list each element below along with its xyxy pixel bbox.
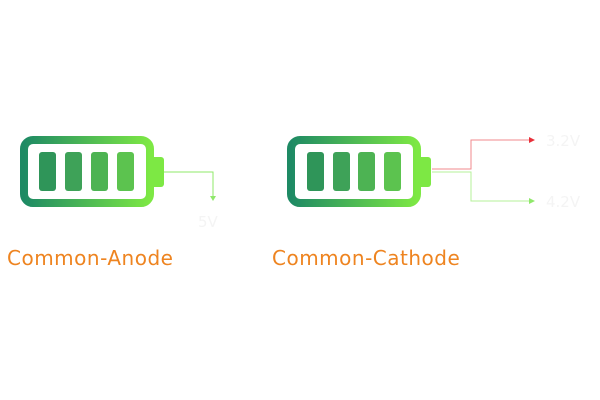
voltage-label-5v: 5V bbox=[198, 213, 218, 231]
cathode-output-green-line bbox=[432, 171, 535, 204]
cathode-output-red-line bbox=[432, 137, 535, 170]
battery-icon-cathode bbox=[287, 136, 431, 207]
anode-output-line bbox=[164, 171, 216, 201]
battery-icon-anode bbox=[20, 136, 164, 207]
voltage-label-3-2v: 3.2V bbox=[546, 132, 581, 150]
common-anode-label: Common-Anode bbox=[7, 246, 174, 270]
common-cathode-label: Common-Cathode bbox=[272, 246, 461, 270]
voltage-label-4-2v: 4.2V bbox=[546, 193, 581, 211]
